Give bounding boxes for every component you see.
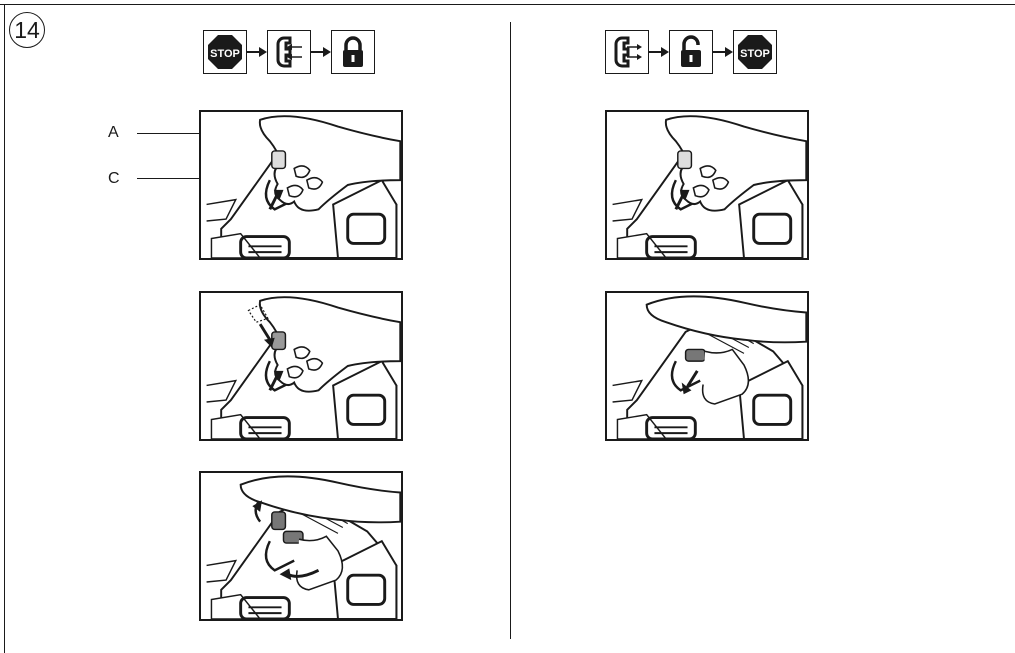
svg-text:STOP: STOP [740,48,770,60]
arrow-right-icon [649,45,669,59]
locked-padlock-box [331,30,375,74]
page-frame-left [4,4,5,653]
battery-removal-icon [271,34,307,70]
stop-sign-box: STOP [203,30,247,74]
page-frame-top [0,4,1015,5]
column-divider [510,22,511,639]
stop-sign-box: STOP [733,30,777,74]
battery-insertion-box [605,30,649,74]
step-panel-battery-release-right [605,291,809,441]
unlocked-padlock-icon [673,34,709,70]
right-symbol-sequence: STOP [605,30,777,74]
figure-number: 14 [9,12,45,48]
left-symbol-sequence: STOP [203,30,375,74]
svg-text:STOP: STOP [210,48,240,60]
step-panel-lock-off-press [199,291,403,441]
stop-icon: STOP [207,34,243,70]
locked-padlock-icon [335,34,371,70]
arrow-right-icon [713,45,733,59]
arrow-right-icon [311,45,331,59]
step-panel-trigger-press [199,110,403,260]
step-panel-trigger-press-right [605,110,809,260]
battery-insertion-icon [609,34,645,70]
callout-label-c: C [108,170,120,188]
stop-icon: STOP [737,34,773,70]
arrow-right-icon [247,45,267,59]
battery-removal-box [267,30,311,74]
unlocked-padlock-box [669,30,713,74]
callout-label-a: A [108,124,119,142]
step-panel-battery-release [199,471,403,621]
